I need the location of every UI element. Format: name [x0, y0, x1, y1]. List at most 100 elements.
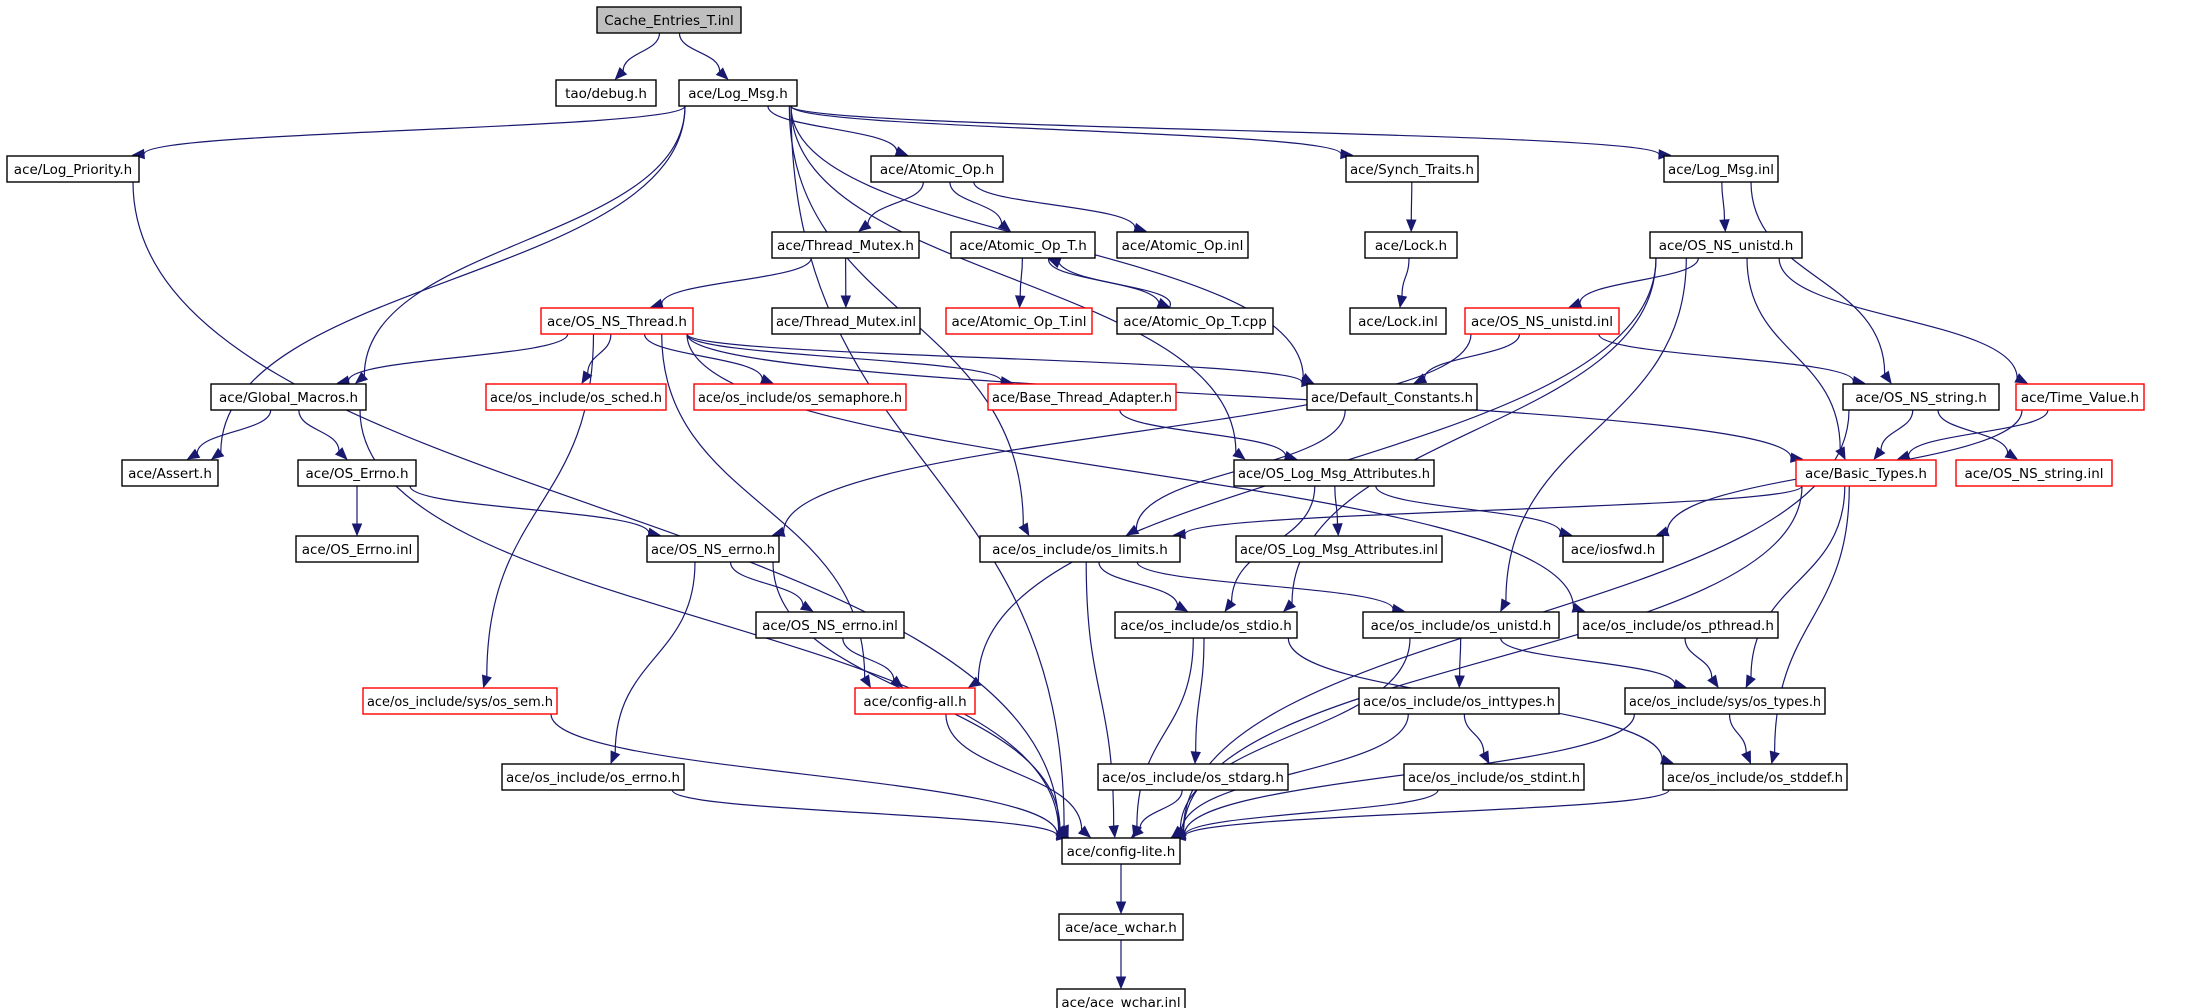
edge-n42-to-n46	[1728, 713, 1752, 765]
edge-n46-to-n47	[1172, 789, 1670, 842]
node-label: ace/Time_Value.h	[2021, 390, 2139, 406]
node-label: ace/config-lite.h	[1067, 844, 1176, 860]
node-ace-os-ns-string-h[interactable]: ace/OS_NS_string.h	[1842, 383, 2000, 411]
edge-n17-to-n21	[686, 333, 1014, 387]
node-label: ace/Base_Thread_Adapter.h	[992, 390, 1172, 406]
node-box	[6, 155, 140, 183]
node-label: ace/os_include/os_sched.h	[490, 390, 662, 406]
node-ace-os-ns-errno-inl[interactable]: ace/OS_NS_errno.inl	[755, 611, 905, 639]
node-label: ace/OS_NS_unistd.inl	[1471, 314, 1613, 330]
node-box	[646, 535, 780, 563]
edge-n36-to-n47	[1132, 637, 1194, 839]
node-box	[1058, 913, 1184, 941]
node-ace-ace-wchar-inl[interactable]: ace/ace_wchar.inl	[1056, 988, 1186, 1008]
node-label: ace/Lock.h	[1375, 238, 1447, 254]
node-label: ace/config-all.h	[863, 694, 966, 710]
node-ace-config-all-h[interactable]: ace/config-all.h	[854, 687, 976, 715]
node-ace-os-include-os-sched-h[interactable]: ace/os_include/os_sched.h	[485, 383, 667, 411]
node-ace-log-msg-inl[interactable]: ace/Log_Msg.inl	[1663, 155, 1779, 183]
edge-n11-to-n28	[1746, 257, 1846, 461]
node-ace-log-priority-h[interactable]: ace/Log_Priority.h	[6, 155, 140, 183]
node-label: ace/os_include/os_stdarg.h	[1102, 770, 1284, 786]
node-ace-os-include-os-limits-h[interactable]: ace/os_include/os_limits.h	[979, 535, 1181, 563]
node-label: ace/OS_NS_Thread.h	[547, 314, 687, 330]
node-ace-ace-wchar-h[interactable]: ace/ace_wchar.h	[1058, 913, 1184, 941]
node-box	[1955, 459, 2113, 487]
node-label: ace/os_include/os_errno.h	[506, 770, 680, 786]
edge-n17-to-n38	[686, 333, 1586, 613]
node-box	[1114, 611, 1298, 639]
edge-n17-to-n20	[643, 333, 774, 384]
node-ace-os-log-msg-attributes-h[interactable]: ace/OS_Log_Msg_Attributes.h	[1233, 459, 1435, 487]
node-label: ace/OS_Errno.h	[305, 466, 408, 482]
node-ace-base-thread-adapter-h[interactable]: ace/Base_Thread_Adapter.h	[987, 383, 1177, 411]
node-label: tao/debug.h	[565, 86, 647, 102]
node-ace-os-ns-unistd-h[interactable]: ace/OS_NS_unistd.h	[1649, 231, 1803, 259]
node-ace-os-ns-unistd-inl[interactable]: ace/OS_NS_unistd.inl	[1464, 307, 1620, 335]
node-label: ace/Lock.inl	[1358, 314, 1438, 330]
node-ace-assert-h[interactable]: ace/Assert.h	[121, 459, 219, 487]
node-label: ace/Basic_Types.h	[1805, 466, 1927, 482]
node-ace-os-errno-inl[interactable]: ace/OS_Errno.inl	[295, 535, 419, 563]
node-ace-os-include-os-pthread-h[interactable]: ace/os_include/os_pthread.h	[1577, 611, 1779, 639]
node-box	[1233, 459, 1435, 487]
node-ace-os-include-os-inttypes-h[interactable]: ace/os_include/os_inttypes.h	[1358, 687, 1560, 715]
node-ace-os-include-os-errno-h[interactable]: ace/os_include/os_errno.h	[501, 763, 685, 791]
node-ace-os-include-os-stdio-h[interactable]: ace/os_include/os_stdio.h	[1114, 611, 1298, 639]
node-box	[1116, 231, 1249, 259]
node-label: ace/os_include/os_semaphore.h	[698, 390, 902, 406]
node-ace-os-ns-thread-h[interactable]: ace/OS_NS_Thread.h	[540, 307, 694, 335]
node-ace-atomic-op-h[interactable]: ace/Atomic_Op.h	[870, 155, 1004, 183]
node-ace-iosfwd-h[interactable]: ace/iosfwd.h	[1562, 535, 1664, 563]
node-ace-lock-inl[interactable]: ace/Lock.inl	[1349, 307, 1447, 335]
edge-n2-to-n47	[790, 105, 1069, 839]
node-ace-default-constants-h[interactable]: ace/Default_Constants.h	[1306, 383, 1478, 411]
node-label: ace/Atomic_Op.h	[880, 162, 994, 178]
edge-n35-to-n40	[842, 637, 904, 688]
edge-n17-to-n19	[581, 333, 612, 385]
node-label: ace/Log_Msg.inl	[1668, 162, 1774, 178]
node-ace-os-ns-errno-h[interactable]: ace/OS_NS_errno.h	[646, 535, 780, 563]
node-ace-os-include-os-semaphore-h[interactable]: ace/os_include/os_semaphore.h	[693, 383, 907, 411]
edge-n32-to-n47	[1085, 561, 1119, 839]
node-ace-atomic-op-inl[interactable]: ace/Atomic_Op.inl	[1116, 231, 1249, 259]
node-label: ace/Atomic_Op.inl	[1122, 238, 1244, 254]
node-ace-atomic-op-t-h[interactable]: ace/Atomic_Op_T.h	[950, 231, 1096, 259]
edge-n10-to-n15	[1396, 257, 1410, 309]
node-box	[555, 79, 657, 107]
node-ace-os-ns-string-inl[interactable]: ace/OS_NS_string.inl	[1955, 459, 2113, 487]
edge-n43-to-n47	[671, 789, 1070, 841]
edge-n36-to-n44	[1190, 637, 1205, 765]
node-label: ace/OS_Log_Msg_Attributes.h	[1238, 466, 1430, 482]
node-ace-os-log-msg-attributes-inl[interactable]: ace/OS_Log_Msg_Attributes.inl	[1235, 535, 1443, 563]
node-label: ace/os_include/sys/os_sem.h	[367, 694, 553, 710]
edge-n40-to-n47	[945, 713, 1092, 838]
node-ace-time-value-h[interactable]: ace/Time_Value.h	[2015, 383, 2145, 411]
node-ace-lock-h[interactable]: ace/Lock.h	[1364, 231, 1458, 259]
node-ace-global-macros-h[interactable]: ace/Global_Macros.h	[210, 383, 367, 411]
node-ace-config-lite-h[interactable]: ace/config-lite.h	[1061, 837, 1181, 865]
node-ace-os-errno-h[interactable]: ace/OS_Errno.h	[297, 459, 417, 487]
node-tao-debug-h[interactable]: tao/debug.h	[555, 79, 657, 107]
node-box	[1663, 155, 1779, 183]
edge-n6-to-n11	[1719, 181, 1730, 233]
node-label: ace/Atomic_Op_T.cpp	[1123, 314, 1267, 330]
node-cache-entries-t-inl[interactable]: Cache_Entries_T.inl	[596, 6, 742, 34]
edge-n38-to-n42	[1684, 637, 1719, 689]
node-ace-basic-types-h[interactable]: ace/Basic_Types.h	[1795, 459, 1937, 487]
node-ace-atomic-op-t-cpp[interactable]: ace/Atomic_Op_T.cpp	[1116, 307, 1274, 335]
node-ace-synch-traits-h[interactable]: ace/Synch_Traits.h	[1345, 155, 1479, 183]
node-ace-os-include-os-stdint-h[interactable]: ace/os_include/os_stdint.h	[1403, 763, 1585, 791]
node-ace-log-msg-h[interactable]: ace/Log_Msg.h	[678, 79, 798, 107]
node-ace-thread-mutex-h[interactable]: ace/Thread_Mutex.h	[771, 231, 920, 259]
node-ace-os-include-os-stdarg-h[interactable]: ace/os_include/os_stdarg.h	[1097, 763, 1289, 791]
node-ace-thread-mutex-inl[interactable]: ace/Thread_Mutex.inl	[771, 307, 921, 335]
node-ace-os-include-sys-os-sem-h[interactable]: ace/os_include/sys/os_sem.h	[362, 687, 558, 715]
node-box	[1097, 763, 1289, 791]
node-ace-os-include-os-stddef-h[interactable]: ace/os_include/os_stddef.h	[1662, 763, 1848, 791]
edge-n11-to-n37	[1500, 257, 1687, 613]
node-ace-atomic-op-t-inl[interactable]: ace/Atomic_Op_T.inl	[945, 307, 1093, 335]
node-ace-os-include-os-unistd-h[interactable]: ace/os_include/os_unistd.h	[1362, 611, 1560, 639]
node-ace-os-include-sys-os-types-h[interactable]: ace/os_include/sys/os_types.h	[1624, 687, 1826, 715]
node-box	[1349, 307, 1447, 335]
